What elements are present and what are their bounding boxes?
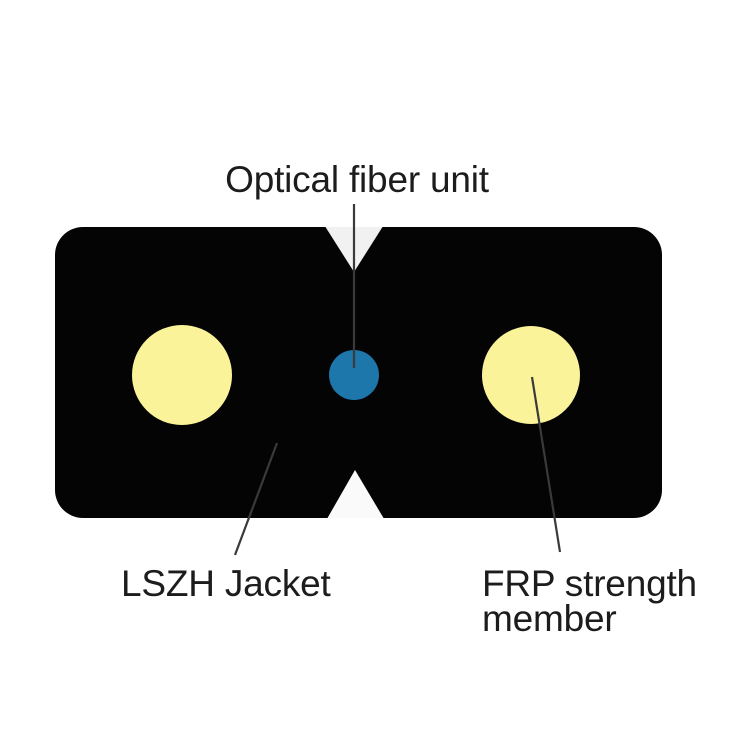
- jacket-label: LSZH Jacket: [121, 563, 331, 604]
- strength-member-right-circle: [482, 326, 580, 424]
- strength-member-label: FRP strength member: [482, 563, 697, 639]
- leader-line-jacket: [233, 442, 279, 556]
- leader-line-strength-member: [530, 376, 562, 553]
- jacket-bottom-notch: [327, 470, 384, 518]
- fiber-unit-label: Optical fiber unit: [225, 159, 489, 200]
- fiber-unit-circle: [329, 350, 379, 400]
- strength-member-left-circle: [132, 325, 232, 425]
